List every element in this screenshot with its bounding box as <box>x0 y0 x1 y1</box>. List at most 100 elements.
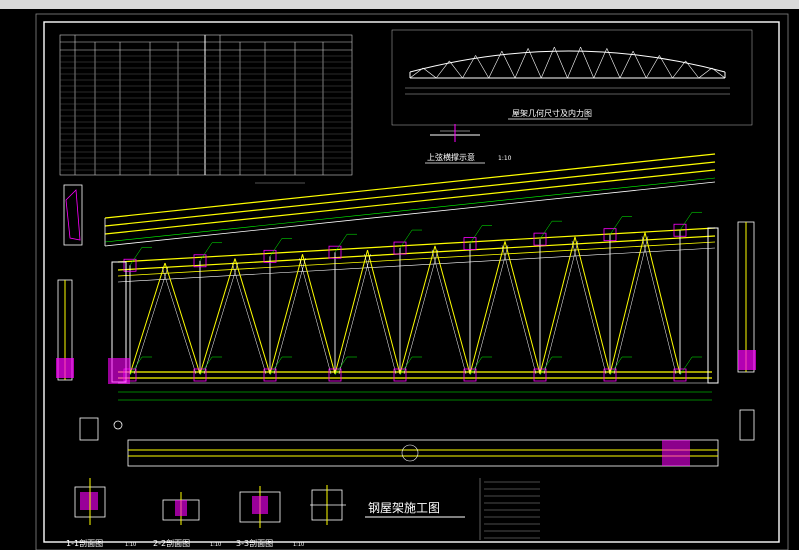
diagonal-edge <box>613 236 649 375</box>
diagonal-member <box>302 254 336 375</box>
drawing-frame <box>43 21 780 543</box>
geo-web <box>659 55 673 79</box>
geo-web <box>488 51 503 79</box>
upper-chord <box>104 153 716 247</box>
callout-leader <box>679 356 693 376</box>
geo-web <box>422 67 437 79</box>
geo-web <box>645 55 660 79</box>
brace-caption: 上弦横撑示意 <box>427 152 475 162</box>
geo-web <box>514 48 529 79</box>
geo-web <box>672 60 686 79</box>
gusset-plate <box>193 368 207 382</box>
diagonal-edge <box>273 258 306 375</box>
diagonal-edge <box>543 240 579 375</box>
geo-web <box>580 46 595 79</box>
section-view-3: 3-3剖面图 1:10 <box>236 486 304 548</box>
diagonal-member <box>609 232 646 375</box>
callout-leader <box>609 356 623 376</box>
member-table <box>59 34 353 184</box>
brace-detail: 上弦横撑示意 1:10 <box>425 124 512 164</box>
diagonal-member <box>269 254 303 375</box>
lower-chord-plan <box>79 417 719 467</box>
geo-web <box>527 48 542 79</box>
section-3-label: 3-3剖面图 <box>236 538 273 548</box>
gusset-plate <box>193 254 207 268</box>
brace-scale: 1:10 <box>498 155 512 162</box>
geo-web <box>475 55 490 79</box>
callout-leader <box>399 356 413 376</box>
geo-web <box>632 51 647 79</box>
gusset-plate <box>263 249 277 263</box>
section-2-scale: 1:10 <box>210 542 221 548</box>
callout-leader <box>539 221 553 240</box>
gusset-plate <box>393 241 407 255</box>
callout-leader <box>269 238 283 257</box>
right-end-detail <box>737 221 756 441</box>
gusset-plate <box>463 368 477 382</box>
node-detail <box>310 485 346 525</box>
diagonal-edge <box>501 245 537 375</box>
diagonal-member <box>399 245 436 375</box>
left-end-detail <box>56 184 83 381</box>
callout-leader <box>539 356 553 376</box>
diagonal-member <box>469 241 506 375</box>
gusset-plate <box>533 232 547 246</box>
geo-web <box>698 67 713 79</box>
geo-web <box>606 48 621 79</box>
callout-leader <box>269 356 283 376</box>
diagonal-edge <box>403 249 439 375</box>
diagonal-member <box>644 232 681 375</box>
geo-web <box>593 48 608 79</box>
callout-leader <box>129 247 143 266</box>
callout-leader <box>679 212 693 231</box>
diagonal-member <box>199 258 236 375</box>
bottom-chord <box>118 371 712 401</box>
callout-leader <box>199 242 213 261</box>
gusset-plate <box>673 368 687 382</box>
geo-web <box>501 51 516 79</box>
callout-leader <box>334 234 348 253</box>
diagonal-member <box>574 236 611 375</box>
gusset-plate <box>603 368 617 382</box>
gusset-plate <box>673 223 687 237</box>
section-view-1: 1-1剖面图 1:10 <box>66 478 136 548</box>
callout-leader <box>469 225 483 244</box>
section-2-label: 2-2剖面图 <box>153 538 190 548</box>
gusset-plate <box>393 368 407 382</box>
callout-leader <box>129 356 143 376</box>
callout-leader <box>399 229 413 249</box>
callout-leader <box>334 356 348 376</box>
geo-web <box>567 46 581 79</box>
callout-leader <box>469 356 483 376</box>
diagonal-edge <box>203 262 239 375</box>
gusset-plate <box>328 245 342 259</box>
diagonal-member <box>434 245 471 375</box>
gusset-plate <box>603 228 617 242</box>
diagonal-edge <box>133 266 169 375</box>
geo-web <box>685 60 699 79</box>
diagonal-member <box>539 236 576 375</box>
diagonal-edge <box>338 254 371 375</box>
notes-block <box>479 478 540 540</box>
diagonal-edge <box>299 258 332 375</box>
callout-leader <box>609 216 623 235</box>
right-support <box>707 227 719 384</box>
left-support <box>108 261 130 430</box>
top-strip <box>0 0 799 9</box>
callout-leader <box>199 356 213 376</box>
diagonal-edge <box>431 249 467 375</box>
diagonal-member <box>129 262 166 375</box>
outer-border <box>35 13 789 550</box>
section-1-scale: 1:10 <box>125 542 136 548</box>
geo-web <box>711 67 726 79</box>
gusset-plate <box>463 237 477 250</box>
diagonal-edge <box>571 240 607 375</box>
section-1-label: 1-1剖面图 <box>66 538 103 548</box>
diagonal-member <box>234 258 271 375</box>
geo-web <box>462 55 476 79</box>
geo-web <box>449 60 463 79</box>
gusset-plate <box>328 368 342 382</box>
web-members <box>129 230 681 375</box>
geo-web <box>554 46 568 79</box>
gusset-plate <box>123 258 137 272</box>
